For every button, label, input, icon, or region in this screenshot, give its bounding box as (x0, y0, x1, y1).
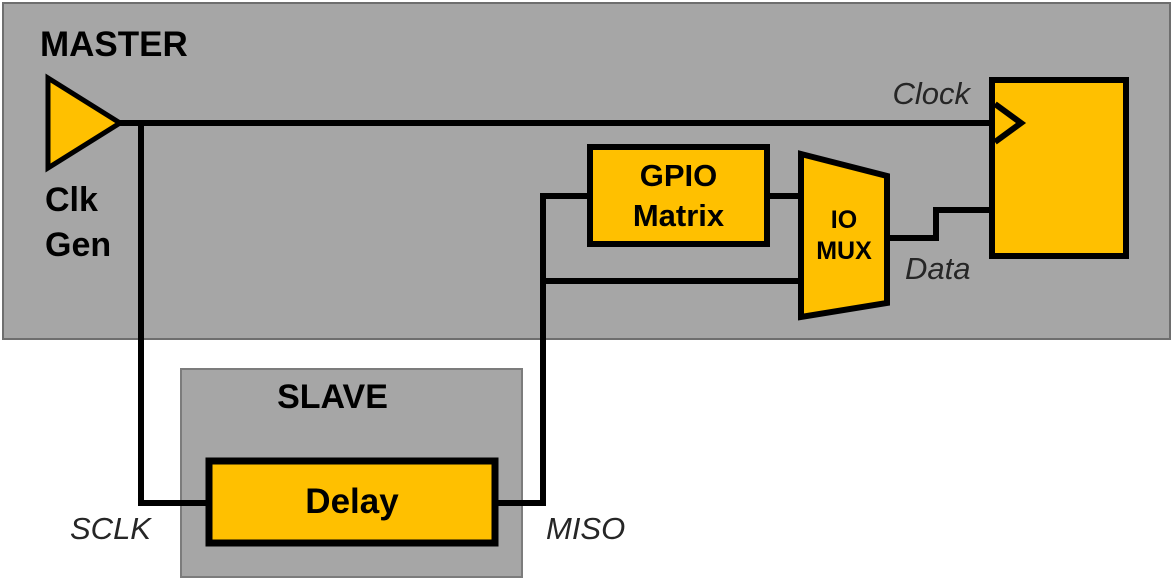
clk-gen-label-line2: Gen (45, 226, 112, 264)
clock-signal-label: Clock (892, 76, 970, 111)
miso-signal-label: MISO (546, 511, 626, 546)
master-title: MASTER (40, 25, 188, 64)
clk-gen-triangle (45, 73, 125, 173)
delay-box (205, 457, 499, 547)
clk-gen-label: Clk Gen (45, 178, 111, 268)
delay-label: Delay (305, 482, 399, 521)
io-mux-label-line2: MUX (816, 237, 872, 265)
gpio-matrix-label-line2: Matrix (632, 197, 725, 233)
io-mux-label-line1: IO (830, 205, 858, 234)
sclk-signal-label: SCLK (70, 511, 151, 546)
data-wire (886, 207, 992, 241)
io-mux-label: IO MUX (801, 196, 887, 276)
sclk-wire (138, 123, 212, 506)
spi-peripheral-box (989, 77, 1129, 259)
io-mux-shape (798, 150, 890, 321)
gpio-matrix-label-line1: GPIO (639, 157, 718, 193)
miso-wire (492, 193, 594, 506)
gpio-matrix-label: GPIO Matrix (590, 147, 767, 244)
data-signal-label: Data (905, 251, 971, 286)
clk-gen-label-line1: Clk (45, 181, 98, 219)
gpio-matrix-box (587, 144, 770, 247)
clock-input-chevron-icon (993, 101, 1027, 145)
slave-title: SLAVE (277, 378, 388, 416)
